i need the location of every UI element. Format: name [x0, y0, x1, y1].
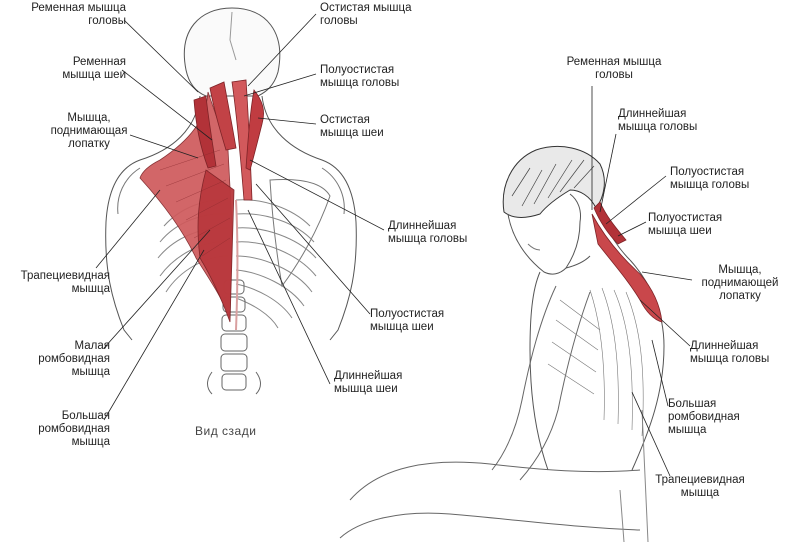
back-view-muscles	[139, 79, 264, 331]
chair	[619, 409, 649, 543]
side-splenius-muscle	[593, 201, 627, 245]
back-muscle-sketch	[547, 287, 644, 437]
semispinalis-muscle	[231, 79, 253, 201]
side-view-muscles	[591, 201, 663, 323]
back-view-figure	[105, 7, 357, 395]
skull-suture	[229, 11, 237, 61]
scapula-right	[269, 179, 331, 288]
spinalis-muscle	[245, 89, 264, 171]
side-view-figure	[339, 146, 665, 543]
side-levator-muscle	[591, 213, 663, 323]
side-arm	[491, 285, 591, 481]
spine	[207, 279, 261, 395]
leader-lines	[95, 13, 693, 477]
head-face	[507, 193, 581, 275]
back-view-caption: Вид сзади	[195, 424, 257, 438]
splenius-muscle	[209, 81, 237, 151]
head-hair	[502, 146, 605, 218]
rhomboid-muscle	[197, 169, 235, 323]
levator-scapulae-muscle	[193, 95, 217, 169]
skull-outline	[183, 7, 281, 97]
legs	[339, 461, 641, 539]
back-torso-outline	[105, 95, 201, 341]
